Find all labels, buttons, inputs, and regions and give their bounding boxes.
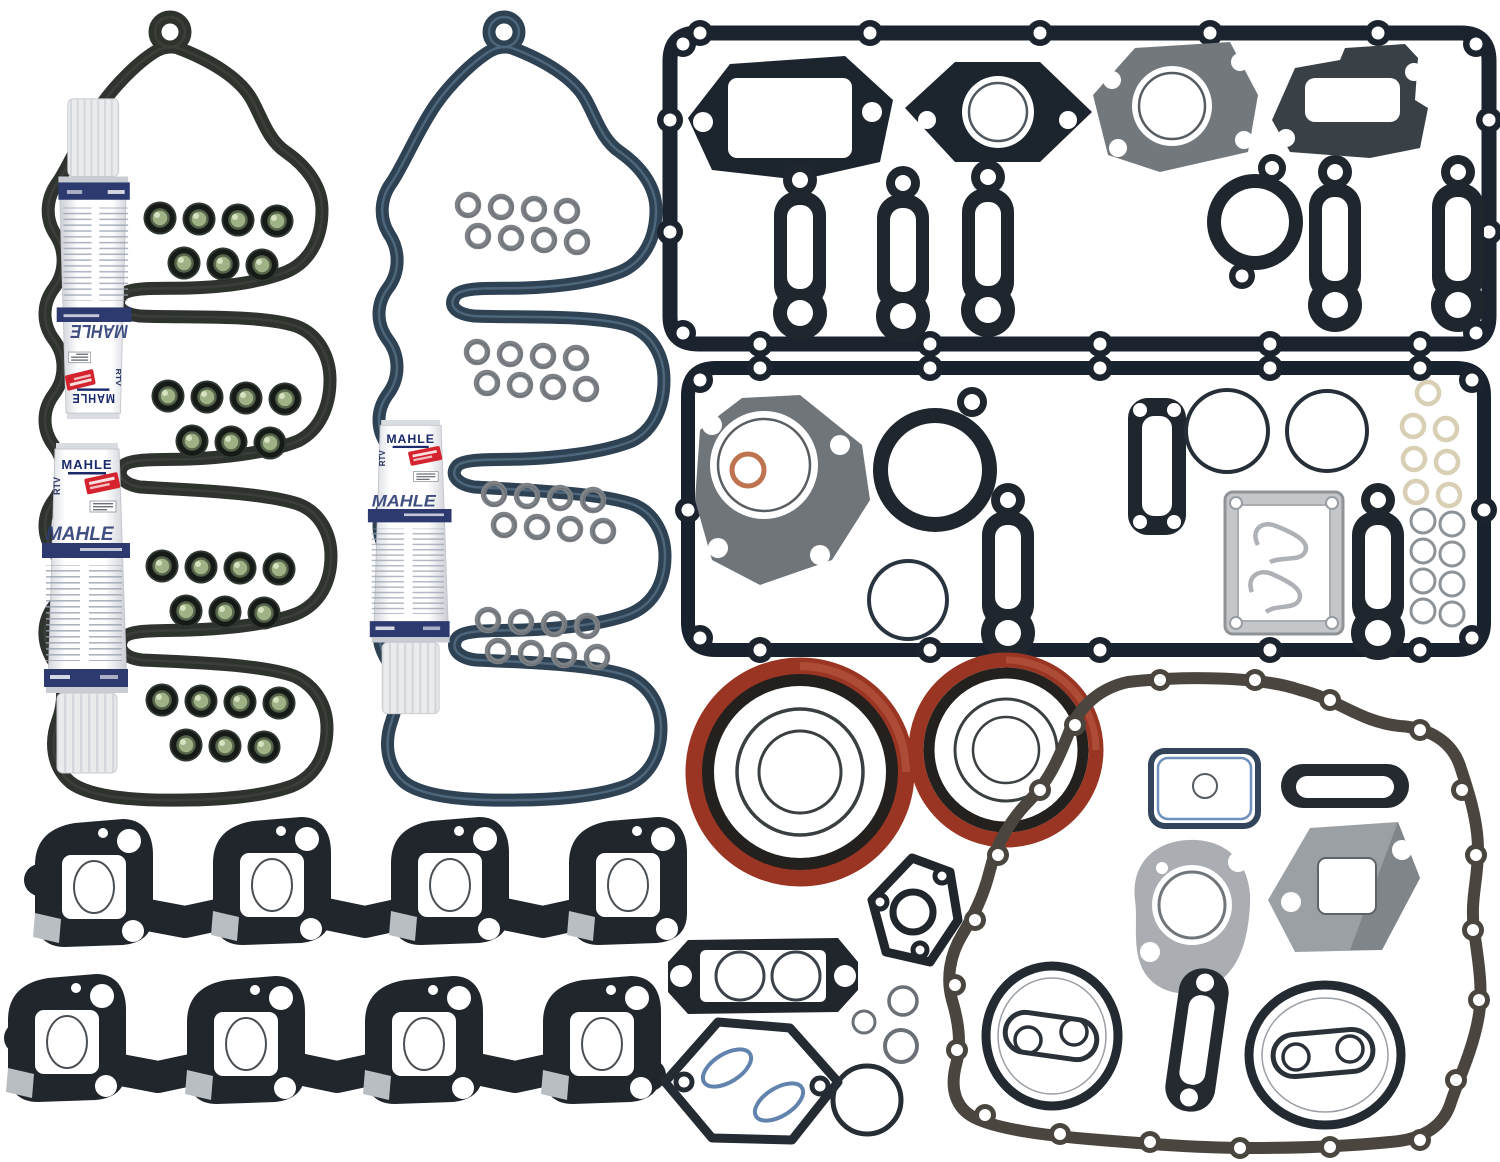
round-access-gasket-upper (1207, 154, 1303, 289)
upper-frame-gasket (657, 20, 1500, 357)
egr-cooler-gasket-blue-ovals (660, 1017, 843, 1145)
small-oring-group (851, 985, 919, 1064)
thermostat-gasket-diamond (905, 62, 1092, 162)
medium-oring (830, 1063, 904, 1137)
blue-lined-rect-gasket (1148, 748, 1261, 829)
thin-metal-ring-grid (1409, 507, 1466, 628)
orange-oring (729, 451, 767, 489)
metal-diamond-gasket (1268, 822, 1420, 952)
blue-oval-2 (752, 1081, 806, 1123)
exhaust-manifold-gasket-1 (24, 816, 688, 948)
chrome-frame-gasket (1223, 490, 1345, 636)
large-oring-2 (1184, 388, 1270, 474)
metal-drain-gasket (1134, 839, 1251, 994)
triangular-gasket (867, 853, 963, 967)
crossover-gasket-two-circles (668, 938, 858, 1014)
front-cover-gasket-grey (695, 395, 870, 585)
slot-gasket (1165, 968, 1229, 1112)
oval-gasket-left (981, 961, 1123, 1111)
turbo-gasket (1093, 42, 1258, 172)
egr-gasket (1272, 44, 1428, 158)
large-oring-3 (1285, 389, 1369, 473)
crank-seal-rear (685, 657, 915, 887)
intake-gasket-hexagonal (688, 56, 893, 180)
large-oring-1 (867, 559, 949, 641)
blue-oval-1 (700, 1047, 754, 1089)
oval-gasket-right (1244, 980, 1406, 1130)
vertical-slot-gasket-middle (1128, 398, 1186, 535)
wire-loop-2 (1248, 570, 1303, 614)
wire-loop-1 (1253, 522, 1309, 565)
round-access-gasket-middle (873, 387, 997, 532)
middle-frame-gasket (675, 355, 1497, 663)
oil-pan-gasket (943, 669, 1490, 1159)
exhaust-manifold-gasket-2 (4, 973, 666, 1105)
cream-oring-cluster (1399, 379, 1463, 509)
bracket-gasket-two-holes (1281, 764, 1409, 808)
